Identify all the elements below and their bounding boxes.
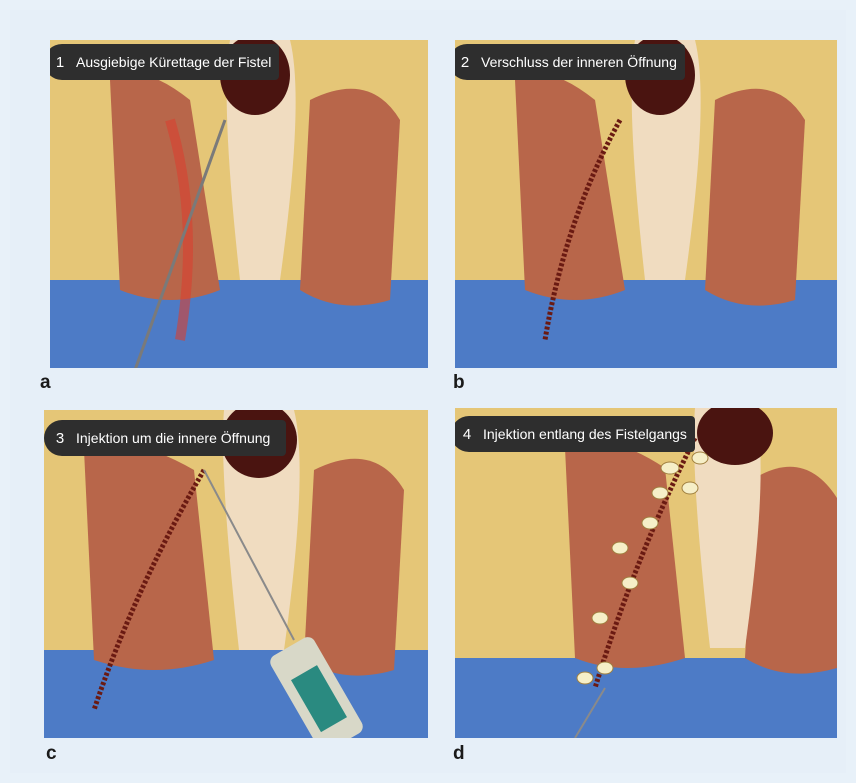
step-text-2: Verschluss der inneren Öffnung [481, 54, 677, 70]
panel-letter-d: d [453, 743, 465, 765]
step-caption-3: 3Injektion um die innere Öffnung [44, 420, 286, 456]
step-caption-4: 4Injektion entlang des Fistelgangs [455, 416, 695, 452]
anatomy-illustration-3 [44, 410, 428, 738]
panel-letter-b: b [453, 372, 465, 394]
step-number-4: 4 [455, 417, 483, 453]
step-caption-2: 2Verschluss der inneren Öffnung [455, 44, 685, 80]
step-text-4: Injektion entlang des Fistelgangs [483, 426, 687, 442]
anatomy-illustration-4 [455, 408, 837, 738]
anatomy-illustration-1 [50, 40, 428, 368]
panel-3-image: 3Injektion um die innere Öffnung [44, 410, 428, 738]
figure: 1Ausgiebige Kürettage der Fistel a 2Vers… [10, 10, 846, 773]
step-number-3: 3 [44, 421, 76, 457]
panel-letter-a: a [40, 372, 51, 394]
step-number-2: 2 [455, 45, 481, 81]
panel-letter-c: c [46, 743, 57, 765]
step-text-1: Ausgiebige Kürettage der Fistel [76, 54, 271, 70]
step-caption-1: 1Ausgiebige Kürettage der Fistel [50, 44, 279, 80]
panel-2-image: 2Verschluss der inneren Öffnung [455, 40, 837, 368]
step-number-1: 1 [50, 45, 76, 81]
panel-1-image: 1Ausgiebige Kürettage der Fistel [50, 40, 428, 368]
panel-4-image: 4Injektion entlang des Fistelgangs [455, 408, 837, 738]
anatomy-illustration-2 [455, 40, 837, 368]
step-text-3: Injektion um die innere Öffnung [76, 430, 270, 446]
